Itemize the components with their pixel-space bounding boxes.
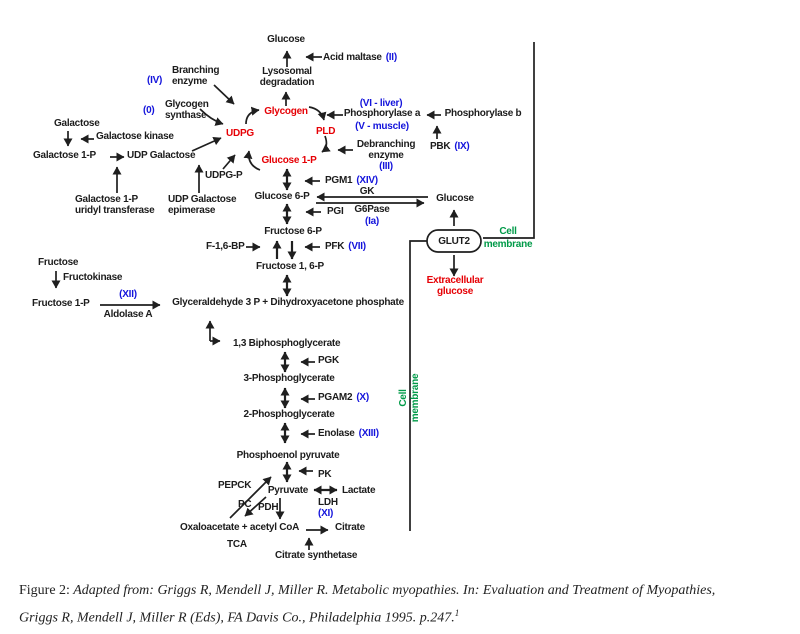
arrow-pld-to-g1p: [321, 135, 331, 153]
enzyme-phosphorylase-b: Phosphorylase b: [444, 108, 522, 119]
arrow-glycogen-to-pld: [308, 106, 327, 121]
caption-prefix: Figure 2:: [19, 583, 70, 598]
enzyme-gk: GK: [359, 186, 375, 197]
enzyme-enolase: Enolase(XIII): [318, 428, 379, 439]
node-phosphoenol-pyruvate: Phosphoenol pyruvate: [236, 450, 340, 461]
node-glucose-top: Glucose: [267, 34, 305, 45]
node-udpg: UDPG: [226, 128, 254, 139]
enzyme-phosphorylase-a-muscle: (V - muscle): [355, 121, 409, 132]
enzyme-phosphorylase-a: Phosphorylase a: [343, 108, 421, 119]
node-ga3p-dhap: Glyceraldehyde 3 P + Dihydroxyacetone ph…: [172, 297, 404, 308]
node-fructose: Fructose: [38, 257, 79, 268]
membrane-line-right: [483, 42, 535, 239]
arrow-udpgalactose-to-udpg: [191, 136, 222, 152]
membrane-line-left: [409, 240, 427, 531]
label-cell-membrane-top-1: Cell: [499, 226, 517, 237]
enzyme-branching-numeral: (IV): [147, 75, 163, 86]
node-13-biphosphoglycerate: 1,3 Biphosphoglycerate: [233, 338, 341, 349]
enzyme-ldh: LDH(XI): [318, 497, 338, 519]
node-glucose-1p: Glucose 1-P: [261, 155, 317, 166]
enzyme-citrate-synthetase: Citrate synthetase: [275, 550, 358, 561]
label-tca: TCA: [227, 539, 247, 550]
label-cell-membrane-top-2: membrane: [483, 239, 533, 250]
enzyme-g6pase: G6Pase(Ia): [354, 204, 390, 227]
enzyme-aldolase-numeral: (XII): [119, 289, 137, 300]
node-2-phosphoglycerate: 2-Phosphoglycerate: [243, 409, 335, 420]
enzyme-acid-maltase: Acid maltase(II): [323, 52, 397, 63]
arrow-udpgp-to-udpg: [222, 154, 236, 170]
arrow-pepck: [229, 476, 272, 519]
enzyme-pdh: PDH: [258, 502, 279, 513]
node-fructose-16p: Fructose 1, 6-P: [256, 261, 324, 272]
enzyme-pk: PK: [318, 469, 332, 480]
node-f16bp: F-1,6-BP: [206, 241, 245, 252]
node-lactate: Lactate: [342, 485, 376, 496]
enzyme-pgam2: PGAM2(X): [318, 392, 369, 403]
caption-line2: Griggs R, Mendell J, Miller R (Eds), FA …: [19, 610, 455, 626]
arrows-layer: [51, 42, 535, 550]
arrow-pc: [244, 496, 267, 517]
enzyme-fructokinase: Fructokinase: [63, 272, 123, 283]
glut2-pill: [426, 229, 482, 253]
caption-line1: Adapted from: Griggs R, Mendell J, Mille…: [69, 583, 716, 598]
node-galactose-1p: Galactose 1-P: [33, 150, 96, 161]
node-pyruvate: Pyruvate: [267, 485, 309, 496]
enzyme-phosphorylase-a-liver: (VI - liver): [359, 98, 403, 109]
node-udpg-p: UDPG-P: [205, 170, 243, 181]
enzyme-pfk: PFK(VII): [325, 241, 366, 252]
transporter-glut2: GLUT2: [438, 236, 470, 247]
node-glycogen: Glycogen: [264, 106, 308, 117]
node-citrate: Citrate: [335, 522, 365, 533]
node-oxaloacetate-acetyl-coa: Oxaloacetate + acetyl CoA: [180, 522, 300, 533]
node-udp-galactose: UDP Galactose: [127, 150, 196, 161]
enzyme-galactose-kinase: Galactose kinase: [96, 131, 174, 142]
enzyme-pgi: PGI: [327, 206, 344, 217]
enzyme-aldolase-a: Aldolase A: [103, 309, 153, 320]
node-glucose-right: Glucose: [436, 193, 474, 204]
enzyme-pbk: PBK(IX): [430, 141, 470, 152]
enzyme-pepck: PEPCK: [218, 480, 252, 491]
caption-footnote: 1: [454, 608, 460, 618]
enzyme-synthase-numeral: (0): [143, 105, 155, 116]
arrow-glycogen-synthase: [199, 108, 224, 126]
arrow-g1p-to-udpg: [243, 150, 261, 171]
enzyme-pc: PC: [238, 499, 252, 510]
node-pld: PLD: [316, 126, 336, 137]
node-3-phosphoglycerate: 3-Phosphoglycerate: [243, 373, 335, 384]
arrow-udpg-to-glycogen: [245, 106, 260, 125]
node-fructose-6p: Fructose 6-P: [264, 226, 322, 237]
node-fructose-1p: Fructose 1-P: [32, 298, 90, 309]
enzyme-pgm1: PGM1(XIV): [325, 175, 378, 186]
enzyme-pgk: PGK: [318, 355, 339, 366]
arrow-branching-enzyme: [213, 84, 235, 105]
node-glucose-6p: Glucose 6-P: [254, 191, 310, 202]
node-galactose: Galactose: [54, 118, 100, 129]
figure-caption: Figure 2: Adapted from: Griggs R, Mendel…: [19, 580, 791, 630]
